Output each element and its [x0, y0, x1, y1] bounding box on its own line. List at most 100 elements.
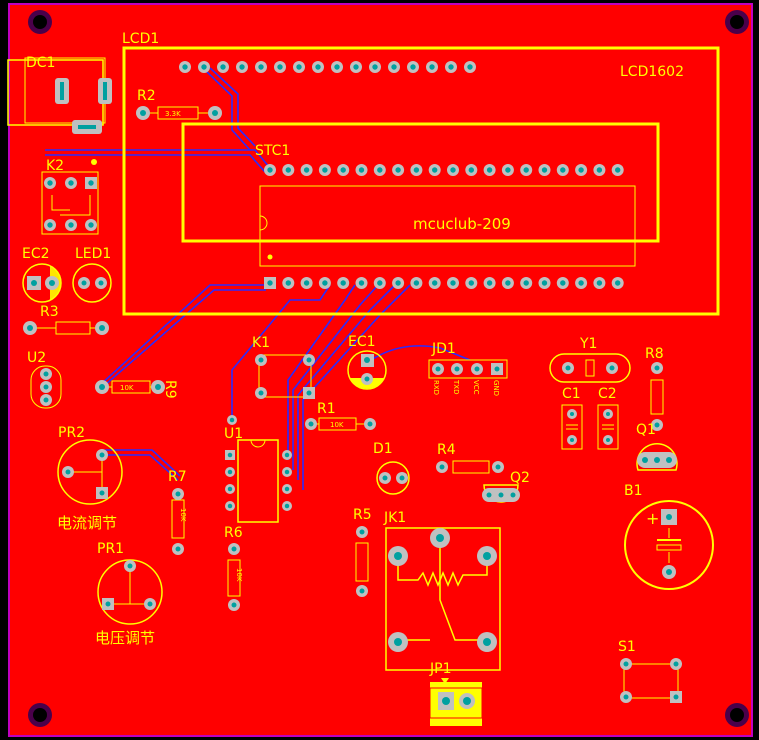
ec1-label: EC1 — [348, 334, 376, 350]
r5-resistor: R5 — [353, 507, 372, 597]
s1-switch: S1 — [618, 639, 682, 703]
lcd1-pin-drill — [372, 64, 378, 70]
r8-label: R8 — [645, 346, 664, 362]
u1-pin-drill — [227, 452, 233, 458]
dc1-power-jack: DC1 — [7, 55, 112, 134]
c2-label: C2 — [598, 386, 617, 402]
current-adjust-label: 电流调节 — [57, 514, 117, 532]
led1-label: LED1 — [75, 246, 111, 262]
stc1-pin-drill — [377, 167, 383, 173]
lcd1-pin-drill — [296, 64, 302, 70]
stc1-pin-drill — [413, 280, 420, 286]
r6-label: R6 — [224, 525, 243, 541]
stc1-pin-drill — [486, 280, 493, 286]
r7-resistor: 10K R7 — [168, 469, 187, 555]
stc1-pin-drill — [432, 280, 438, 286]
mounting-holes — [28, 10, 749, 727]
b1-plus-sign: + — [646, 509, 659, 528]
r9-value: 10K — [120, 384, 134, 392]
stc1-pin-drill — [377, 280, 383, 286]
u1-label: U1 — [224, 426, 243, 442]
lcd1-pin-drill — [334, 64, 340, 70]
txd-label: TXD — [452, 379, 460, 394]
lcd1-pin-drill — [448, 64, 454, 70]
q1-label: Q1 — [636, 422, 656, 438]
b1-buzzer: + B1 — [624, 483, 714, 590]
lcd1-pin-drill — [467, 64, 473, 70]
u1-pin-drill — [284, 503, 290, 509]
stc1-pin-drill — [615, 280, 621, 286]
stc1-label: STC1 — [255, 143, 290, 159]
lcd1-pin-drill — [201, 64, 207, 70]
y1-crystal: Y1 — [549, 336, 631, 383]
gnd-label: GND — [492, 380, 500, 396]
stc1-pin-drill — [285, 167, 291, 173]
stc1-pin-drill — [596, 167, 603, 173]
stc1-pin-drill — [395, 280, 401, 286]
u1-pin-drill — [284, 486, 290, 492]
stc1-pin-drill — [322, 280, 328, 286]
r3-resistor: R3 — [23, 304, 109, 335]
stc1-pin-drill — [432, 167, 438, 173]
jk1-relay: JK1 — [383, 510, 501, 671]
k2-pin-drill — [47, 180, 53, 186]
stc1-pin-drill — [596, 280, 603, 286]
stc1-pin-drill — [413, 167, 420, 173]
jk1-label: JK1 — [383, 510, 406, 526]
lcd1-pin-drill — [429, 64, 435, 70]
lcd1-pin-drill — [182, 64, 188, 70]
r2-label: R2 — [137, 88, 156, 104]
u2-label: U2 — [27, 350, 46, 366]
jp1-terminal: JP1 — [429, 661, 483, 726]
lcd1-pin-drill — [239, 64, 245, 70]
stc1-pin-drill — [505, 280, 511, 286]
stc1-pin-drill — [486, 167, 493, 173]
stc1-pin-drill — [303, 280, 310, 286]
u1-pin-drill — [227, 486, 233, 492]
stc1-pin-drill — [468, 280, 474, 286]
r9-label: R9 — [162, 380, 178, 399]
u1-pin-drill — [229, 417, 235, 423]
d1-diode: D1 — [373, 441, 410, 495]
r1-label: R1 — [317, 401, 336, 417]
pr1-potentiometer: PR1 电压调节 — [95, 541, 163, 647]
voltage-adjust-label: 电压调节 — [95, 629, 155, 647]
k1-label: K1 — [252, 335, 270, 351]
q2-label: Q2 — [510, 470, 530, 486]
stc1-pin-drill — [322, 167, 328, 173]
stc1-pin-drill — [541, 280, 548, 286]
k2-pin-drill — [88, 180, 94, 186]
led1: LED1 — [72, 246, 112, 303]
q2-transistor: Q2 — [482, 470, 530, 503]
u1-pin-drill — [227, 503, 233, 509]
k2-pin-drill — [47, 222, 53, 228]
k2-pin-drill — [68, 222, 74, 228]
pr2-potentiometer: PR2 电流调节 — [57, 425, 123, 532]
stc1-pin-drill — [615, 167, 621, 173]
r1-resistor: 10K R1 — [305, 401, 376, 431]
k2-pin-drill — [68, 180, 74, 186]
r5-label: R5 — [353, 507, 372, 523]
r6-resistor: 10K R6 — [224, 525, 243, 611]
stc1-pin-drill — [267, 280, 273, 286]
stc1-pin-drill — [523, 167, 529, 173]
d1-label: D1 — [373, 441, 393, 457]
pr1-label: PR1 — [97, 541, 124, 557]
r3-label: R3 — [40, 304, 59, 320]
stc1-pin-drill — [541, 167, 548, 173]
r6-value: 10K — [235, 568, 243, 582]
b1-label: B1 — [624, 483, 643, 499]
stc1-pin-drill — [395, 167, 401, 173]
r7-value: 10K — [179, 508, 187, 522]
k2-pin-drill — [88, 222, 94, 228]
stc1-pin-drill — [560, 280, 566, 286]
board-outline — [8, 3, 753, 737]
lcd1602-label: LCD1602 — [620, 64, 684, 80]
u1-pin-drill — [284, 469, 290, 475]
u1-ic: U1 — [224, 415, 292, 523]
lcd1-pin-drill — [220, 64, 226, 70]
r2-resistor: 3.3K R2 — [136, 88, 222, 120]
c1-label: C1 — [562, 386, 581, 402]
s1-label: S1 — [618, 639, 636, 655]
u2-regulator: U2 — [27, 350, 62, 409]
